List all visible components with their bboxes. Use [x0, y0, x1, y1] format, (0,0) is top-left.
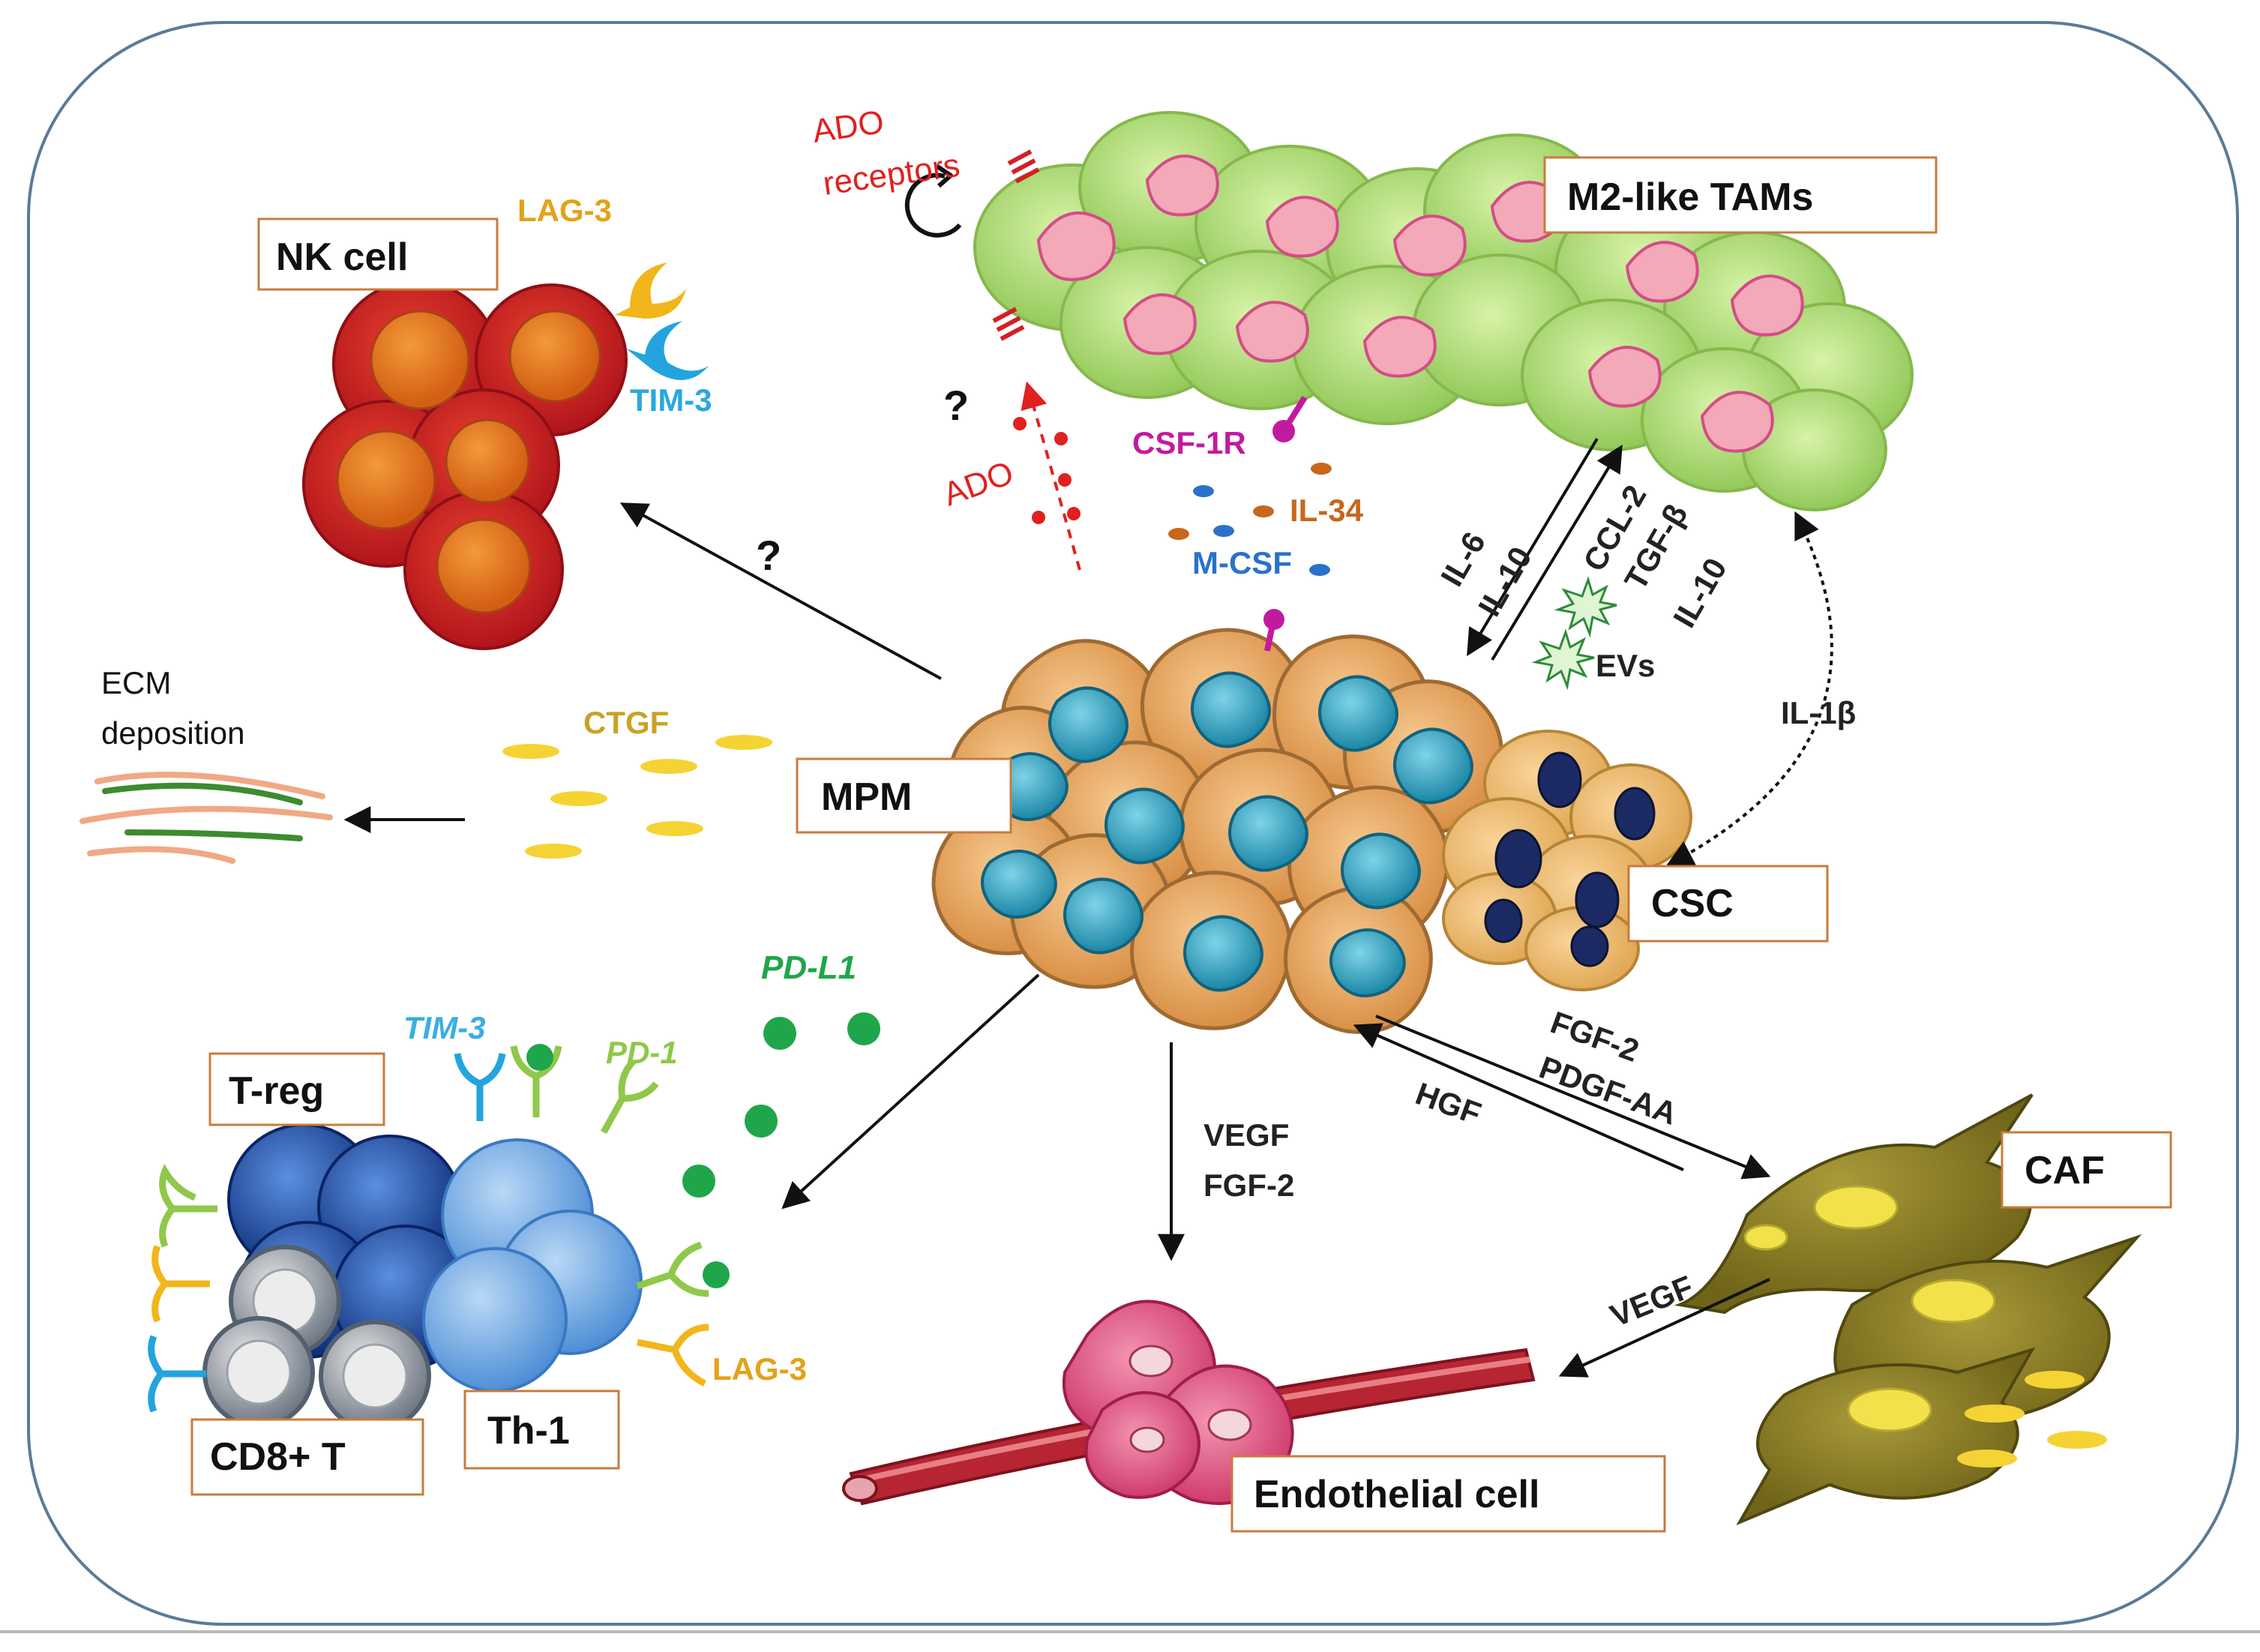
label-csf1r: CSF-1R	[1132, 425, 1246, 460]
arrow-mpm-to-tam	[1491, 444, 1623, 661]
label-cd8: CD8+ T	[190, 1418, 424, 1496]
label-il34: IL-34	[1290, 493, 1364, 528]
mcsf-particles	[1193, 485, 1330, 576]
label-lag3-nk: LAG-3	[517, 193, 612, 228]
ado-particles	[1013, 417, 1081, 524]
label-q-nk: ?	[756, 532, 781, 579]
label-tim3-nk: TIM-3	[630, 382, 712, 418]
label-treg: T-reg	[208, 1052, 385, 1126]
arrow-caf-to-mpm	[1353, 1023, 1684, 1171]
label-ecm-2: deposition	[101, 715, 244, 751]
endothelial-vessel	[842, 1300, 1536, 1506]
arrow-tam-to-mpm	[1467, 437, 1599, 657]
label-tim3-t: TIM-3	[403, 1010, 486, 1045]
label-q-ado: ?	[943, 382, 969, 429]
csf1r-tam-icon	[1272, 395, 1308, 442]
il34-particles	[1168, 463, 1332, 540]
caf-cluster	[1674, 1093, 2142, 1526]
label-mcsf: M-CSF	[1192, 545, 1292, 580]
label-csc: CSC	[1627, 865, 1829, 943]
label-endothelial: Endothelial cell	[1230, 1455, 1666, 1533]
arrow-mpm-to-caf	[1375, 1015, 1771, 1180]
label-nk-cell: NK cell	[257, 217, 499, 291]
label-ctgf: CTGF	[583, 705, 669, 740]
m2-tam-cluster	[973, 111, 1914, 511]
label-fgf2-down: FGF-2	[1203, 1168, 1294, 1203]
svg-text:T-reg: T-reg	[229, 1069, 324, 1113]
label-pd1: PD-1	[606, 1035, 678, 1070]
self-renewal-arrow-icon	[904, 164, 962, 238]
label-m2-tams: M2-like TAMs	[1543, 156, 1938, 234]
label-caf: CAF	[2001, 1131, 2172, 1209]
lymphocyte-cluster	[148, 1044, 730, 1432]
arrow-mpm-to-nk	[619, 502, 942, 680]
csc-cluster	[1442, 730, 1692, 991]
tim3-receptor-icon	[626, 321, 709, 380]
arrow-caf-to-endo	[1558, 1278, 1770, 1378]
label-mpm: MPM	[796, 757, 1012, 834]
label-vegf-down: VEGF	[1203, 1117, 1289, 1153]
lag3-receptor-icon	[615, 262, 686, 319]
svg-text:NK cell: NK cell	[276, 235, 408, 279]
label-lag3-t: LAG-3	[712, 1351, 807, 1387]
nk-cell-cluster	[302, 262, 709, 650]
label-th1: Th-1	[463, 1390, 620, 1470]
arrows	[343, 437, 1833, 1378]
svg-text:CSC: CSC	[1651, 882, 1734, 925]
arrow-il1b	[1665, 511, 1833, 866]
svg-text:MPM: MPM	[821, 775, 912, 819]
svg-text:CD8+ T: CD8+ T	[210, 1435, 346, 1479]
arrow-mpm-to-tcells	[781, 973, 1040, 1210]
label-evs: EVs	[1596, 648, 1655, 683]
ecm-fibers	[79, 772, 333, 864]
label-ecm-1: ECM	[101, 665, 171, 700]
ev-icon	[1531, 576, 1617, 691]
svg-text:M2-like TAMs: M2-like TAMs	[1567, 175, 1813, 219]
pdl1-particles	[682, 1012, 880, 1198]
label-pdl1: PD-L1	[761, 949, 856, 986]
ctgf-particles	[502, 735, 772, 859]
svg-text:Endothelial cell: Endothelial cell	[1254, 1473, 1539, 1516]
label-il1b: IL-1β	[1781, 695, 1856, 730]
svg-text:CAF: CAF	[2025, 1149, 2105, 1192]
svg-text:Th-1: Th-1	[487, 1409, 570, 1453]
